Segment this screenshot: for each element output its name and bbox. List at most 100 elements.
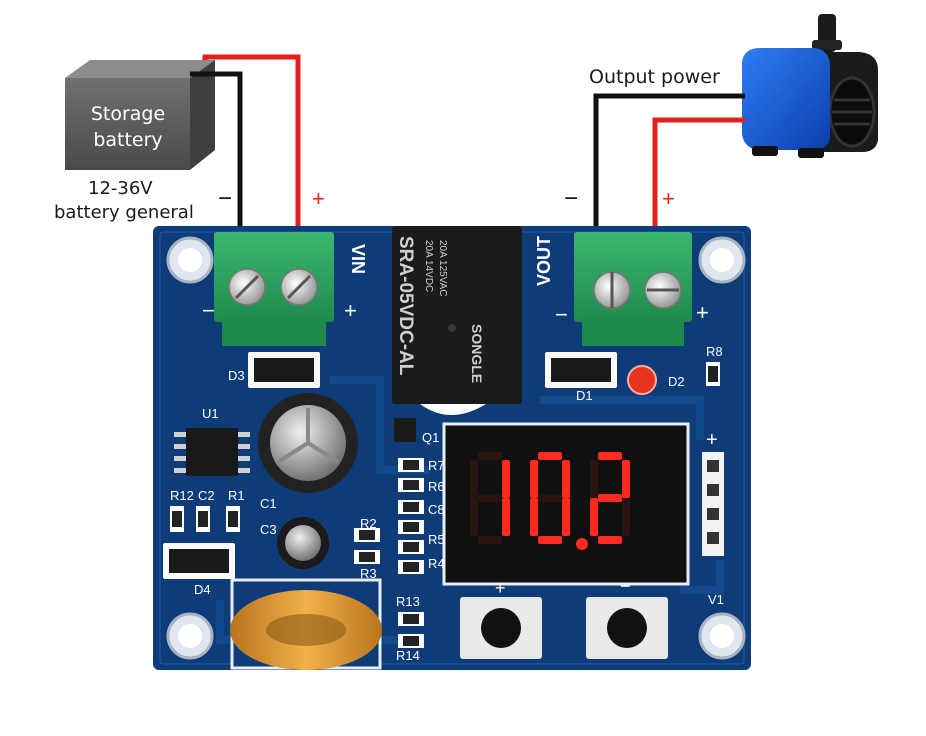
btn-minus-mark: − [620,576,631,596]
segment-c [622,498,630,536]
smd-body [403,562,419,572]
silk-ref-d1: D1 [576,388,593,403]
smd-part [398,520,424,534]
silk-ref-d3: D3 [228,368,245,383]
smd-part [398,612,424,626]
segment-g [598,494,622,502]
vin-plus-mark: + [344,298,357,323]
silk-ref-r1: R1 [228,488,245,503]
segment-e [530,498,538,536]
battery-spec-line1: 12-36V [88,178,153,199]
segment-f [530,460,538,498]
battery-wires [190,54,301,228]
output-black-wire [593,93,745,228]
capacitor-c1-vent [276,408,340,464]
capacitor-c1 [258,393,358,493]
pump-foot [798,148,824,158]
button-plus[interactable] [460,597,542,659]
chip-pin [238,468,250,473]
vin-minus-mark: − [202,298,215,323]
connector-plus-mark: + [706,429,718,451]
button-minus[interactable] [586,597,668,659]
output-power-label: Output power [589,66,720,88]
output-plus-mark: + [662,186,675,211]
led-d2 [627,365,657,395]
silk-ref-r5: R5 [428,532,445,547]
relay-brand: SONGLE [469,324,485,383]
button-plus-cap[interactable] [481,608,521,648]
pump-body-blue [742,48,830,150]
silk-ref-r6: R6 [428,479,445,494]
capacitor-c3 [277,517,329,569]
connector-pin [707,508,719,520]
chip-pin [174,444,186,449]
silk-ref-r13: R13 [396,594,420,609]
inductor-core [266,614,346,646]
storage-battery [65,60,215,170]
silk-ref-c3: C3 [260,522,277,537]
silk-ref-c1: C1 [260,496,277,511]
chip-u1-body [186,428,238,476]
inductor-coil [230,578,382,670]
battery-minus-mark: − [218,185,232,212]
chip-pin [238,444,250,449]
chip-pin [238,432,250,437]
display-digit [470,452,510,544]
relay-rating-2: 20A 125VAC [437,240,448,297]
segment-d [598,536,622,544]
smd-body [403,636,419,646]
button-minus-cap[interactable] [607,608,647,648]
relay-model: SRA-05VDC-AL [395,236,416,376]
capacitor-c3-top [285,525,321,561]
vin-terminal-block [214,232,334,346]
smd-part [398,560,424,574]
connector-body [702,452,724,556]
battery-front [65,78,190,170]
segment-c [562,498,570,536]
segment-d [478,536,502,544]
silk-ref-r14: R14 [396,648,420,663]
silk-ref-u1: U1 [202,406,219,421]
transistor-q1 [394,418,416,442]
smd-part [398,634,424,648]
segment-f [590,460,598,498]
pcb-board: VIN VOUT − + − + + − + D3U1R12C2R1C1C3R2… [153,185,751,670]
segment-g [538,494,562,502]
terminal-lower [582,318,684,346]
vout-plus-mark: + [696,300,709,325]
smd-body [403,542,419,552]
connector-pin [707,532,719,544]
output-minus-mark: − [564,185,578,212]
mounting-hole-inner [178,624,202,648]
smd-part [398,478,424,492]
relay-shadow [420,404,486,415]
smd-body [228,511,238,527]
battery-black-wire [190,71,243,228]
silk-ref-r2: R2 [360,516,377,531]
mounting-hole-inner [178,248,202,272]
diode-d3-body [254,358,314,382]
silk-ref-c8: C8 [428,502,445,517]
smd-part [354,528,380,542]
battery-red-wire [202,54,301,228]
battery-top [65,60,215,78]
output-red-wire [652,117,745,228]
silk-ref-r7: R7 [428,458,445,473]
relay-text: SRA-05VDC-AL 20A 14VDC 20A 125VAC SONGLE [395,236,485,383]
segment-b [622,460,630,498]
smd-part [398,540,424,554]
smd-body [198,511,208,527]
battery-spec-line2: battery general [54,202,194,223]
terminal-lower [222,318,326,346]
silk-ref-d4: D4 [194,582,211,597]
water-pump [742,14,878,158]
chip-pin [238,456,250,461]
battery-label: Storage battery [90,103,166,151]
silk-ref-q1: Q1 [422,430,439,445]
smd-part [398,458,424,472]
connector-pin [707,484,719,496]
relay-rating-1: 20A 14VDC [423,240,434,292]
silk-ref-c2: C2 [198,488,215,503]
